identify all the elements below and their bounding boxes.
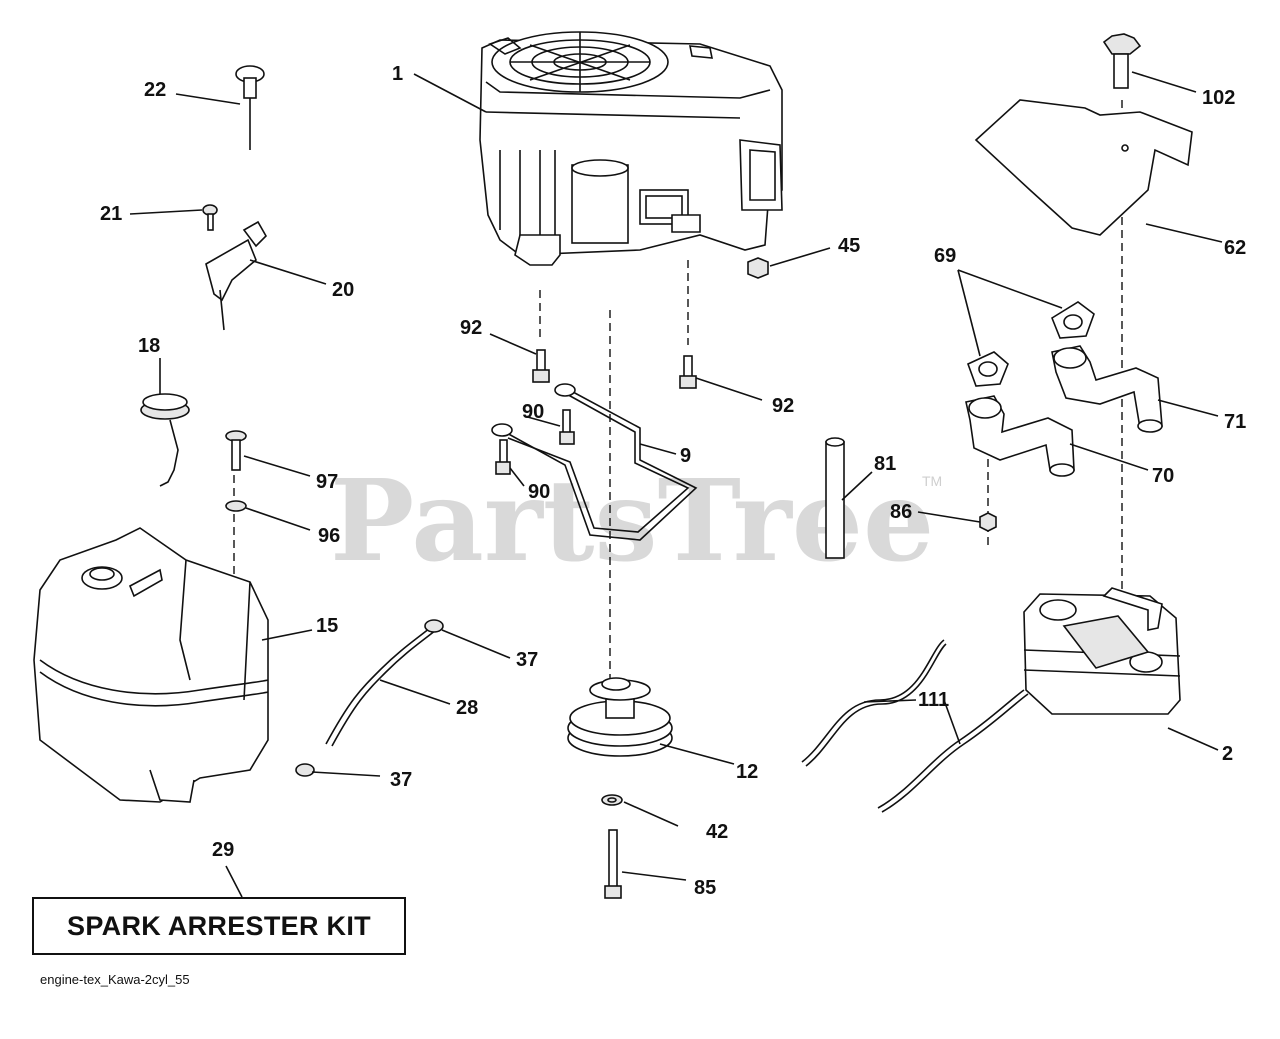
callout-18: 18 (138, 335, 160, 357)
nut-86 (979, 512, 997, 532)
callout-1: 1 (392, 63, 403, 85)
hose-111-lower (877, 689, 1025, 809)
callout-90-upper: 90 (522, 401, 544, 423)
bolt-92-right (679, 355, 697, 389)
gasket-69-upper (1051, 301, 1095, 339)
bolt-92-left (532, 349, 550, 383)
callout-37-upper: 37 (516, 649, 538, 671)
callout-15: 15 (316, 615, 338, 637)
diagram-caption: engine-tex_Kawa-2cyl_55 (40, 972, 190, 987)
callout-37-lower: 37 (390, 769, 412, 791)
spark-arrester-kit-label: SPARK ARRESTER KIT (67, 910, 371, 941)
fuel-tank-15 (33, 527, 269, 803)
washer-42 (601, 794, 623, 806)
fuel-line-28 (325, 627, 431, 745)
callout-111: 111 (918, 689, 949, 711)
callout-71: 71 (1224, 411, 1246, 433)
callout-92-left: 92 (460, 317, 482, 339)
fuel-cap-18 (140, 393, 190, 487)
hose-111-lower-edge (881, 693, 1029, 813)
hose-111-upper (801, 639, 945, 763)
callout-90-lower: 90 (528, 481, 550, 503)
callout-20: 20 (332, 279, 354, 301)
throttle-bracket-20 (205, 220, 267, 331)
callout-22: 22 (144, 79, 166, 101)
nut-45 (747, 257, 769, 279)
bolt-90-upper (559, 409, 575, 445)
hose-111-upper-edge (805, 643, 947, 767)
bolt-90-lower (495, 439, 511, 475)
spark-arrester-kit-box: SPARK ARRESTER KIT (32, 897, 406, 955)
screw-97 (225, 430, 247, 471)
pipe-70 (965, 395, 1075, 477)
fuel-line-28-edge (331, 629, 437, 747)
pulley-12 (567, 677, 673, 757)
callout-97: 97 (316, 471, 338, 493)
callout-12: 12 (736, 761, 758, 783)
callout-96: 96 (318, 525, 340, 547)
pipe-71 (1051, 345, 1163, 433)
callout-45: 45 (838, 235, 860, 257)
callout-70: 70 (1152, 465, 1174, 487)
washer-96 (225, 500, 247, 512)
leader-lines (129, 71, 1223, 898)
callout-81: 81 (874, 453, 896, 475)
callout-69: 69 (934, 245, 956, 267)
callout-102: 102 (1202, 87, 1235, 109)
clamp-37-upper (424, 619, 444, 633)
gasket-69-lower (966, 351, 1009, 387)
bolt-85 (604, 829, 622, 899)
callout-labels: 1 2 9 12 15 18 20 21 22 28 29 37 37 42 4… (100, 63, 1246, 899)
callout-9: 9 (680, 445, 691, 467)
callout-86: 86 (890, 501, 912, 523)
callout-2: 2 (1222, 743, 1233, 765)
bolt-21 (202, 204, 218, 231)
callout-21: 21 (100, 203, 122, 225)
callout-28: 28 (456, 697, 478, 719)
callout-42: 42 (706, 821, 728, 843)
choke-knob-22 (235, 65, 265, 150)
muffler-2 (1023, 587, 1181, 715)
watermark-trademark: TM (922, 473, 942, 489)
clamp-37-lower (295, 763, 315, 777)
shield-62 (974, 99, 1193, 236)
callout-62: 62 (1224, 237, 1246, 259)
engine-drawing (479, 31, 783, 266)
bracket-9 (491, 383, 698, 541)
cap-102 (1102, 33, 1142, 89)
callout-85: 85 (694, 877, 716, 899)
callout-29: 29 (212, 839, 234, 861)
callout-92-right: 92 (772, 395, 794, 417)
rod-81 (825, 437, 845, 559)
